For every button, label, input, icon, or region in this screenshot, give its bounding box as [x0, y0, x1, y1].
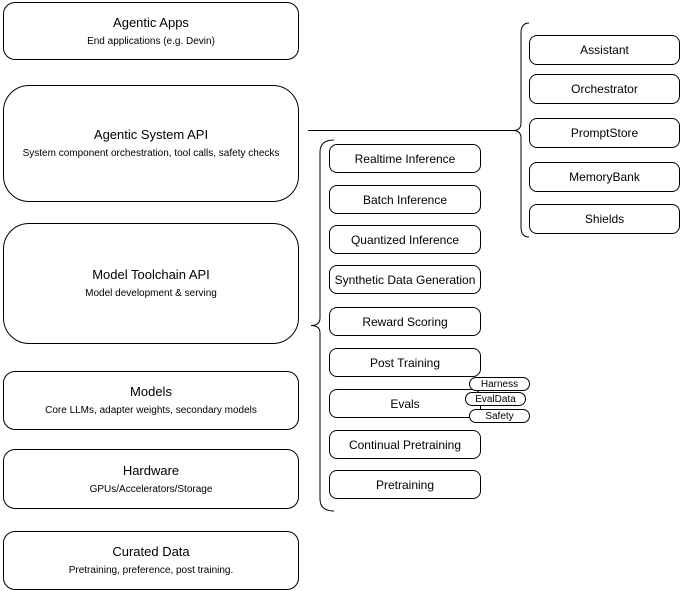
node-synthetic-data-generation: Synthetic Data Generation: [329, 265, 481, 294]
node-models: Models Core LLMs, adapter weights, secon…: [3, 371, 299, 430]
node-subtitle: End applications (e.g. Devin): [87, 35, 215, 47]
tag-label: Harness: [480, 378, 519, 390]
tag-evaldata: EvalData: [465, 392, 526, 406]
node-label: Quantized Inference: [350, 232, 460, 247]
node-title: Agentic System API: [93, 127, 209, 142]
node-subtitle: Core LLMs, adapter weights, secondary mo…: [45, 405, 257, 416]
tag-label: Safety: [485, 410, 514, 422]
node-label: Continual Pretraining: [348, 437, 462, 452]
node-subtitle: Pretraining, preference, post training.: [68, 565, 234, 576]
node-label: Shields: [584, 212, 625, 226]
node-memorybank: MemoryBank: [529, 162, 680, 192]
node-subtitle: GPUs/Accelerators/Storage: [89, 483, 213, 495]
node-agentic-apps: Agentic Apps End applications (e.g. Devi…: [3, 2, 299, 60]
tag-safety: Safety: [469, 409, 530, 423]
node-title: Model Toolchain API: [92, 267, 210, 282]
tag-harness: Harness: [469, 377, 530, 391]
node-realtime-inference: Realtime Inference: [329, 144, 481, 173]
node-pretraining: Pretraining: [329, 470, 481, 499]
node-model-toolchain-api: Model Toolchain API Model development & …: [3, 223, 299, 344]
node-label: Orchestrator: [571, 82, 638, 96]
node-evals: Evals: [329, 389, 481, 418]
node-label: Post Training: [369, 355, 441, 370]
toolchain-components-brace: [310, 139, 335, 512]
node-orchestrator: Orchestrator: [529, 74, 680, 104]
node-post-training: Post Training: [329, 348, 481, 377]
node-label: Batch Inference: [362, 192, 448, 207]
node-title: Agentic Apps: [113, 14, 189, 30]
node-subtitle: Model development & serving: [85, 288, 217, 299]
node-subtitle: System component orchestration, tool cal…: [22, 148, 280, 159]
node-label: MemoryBank: [569, 170, 640, 184]
node-batch-inference: Batch Inference: [329, 185, 481, 214]
node-title: Hardware: [122, 462, 180, 478]
node-label: Pretraining: [375, 477, 435, 492]
node-curated-data: Curated Data Pretraining, preference, po…: [3, 531, 299, 590]
node-continual-pretraining: Continual Pretraining: [329, 430, 481, 459]
node-hardware: Hardware GPUs/Accelerators/Storage: [3, 449, 299, 509]
node-title: Models: [130, 384, 172, 399]
system-components-brace: [512, 22, 530, 238]
node-agentic-system-api: Agentic System API System component orch…: [3, 85, 299, 202]
tag-label: EvalData: [475, 393, 516, 405]
node-label: Realtime Inference: [354, 151, 456, 166]
node-reward-scoring: Reward Scoring: [329, 307, 481, 336]
node-label: Reward Scoring: [362, 314, 448, 329]
node-promptstore: PromptStore: [529, 118, 680, 148]
node-label: Evals: [390, 396, 420, 411]
node-label: Assistant: [580, 43, 629, 57]
node-shields: Shields: [529, 204, 680, 234]
node-label: Synthetic Data Generation: [334, 272, 476, 287]
node-assistant: Assistant: [529, 35, 680, 65]
node-title: Curated Data: [112, 544, 190, 559]
node-label: PromptStore: [570, 126, 639, 140]
node-quantized-inference: Quantized Inference: [329, 225, 481, 254]
